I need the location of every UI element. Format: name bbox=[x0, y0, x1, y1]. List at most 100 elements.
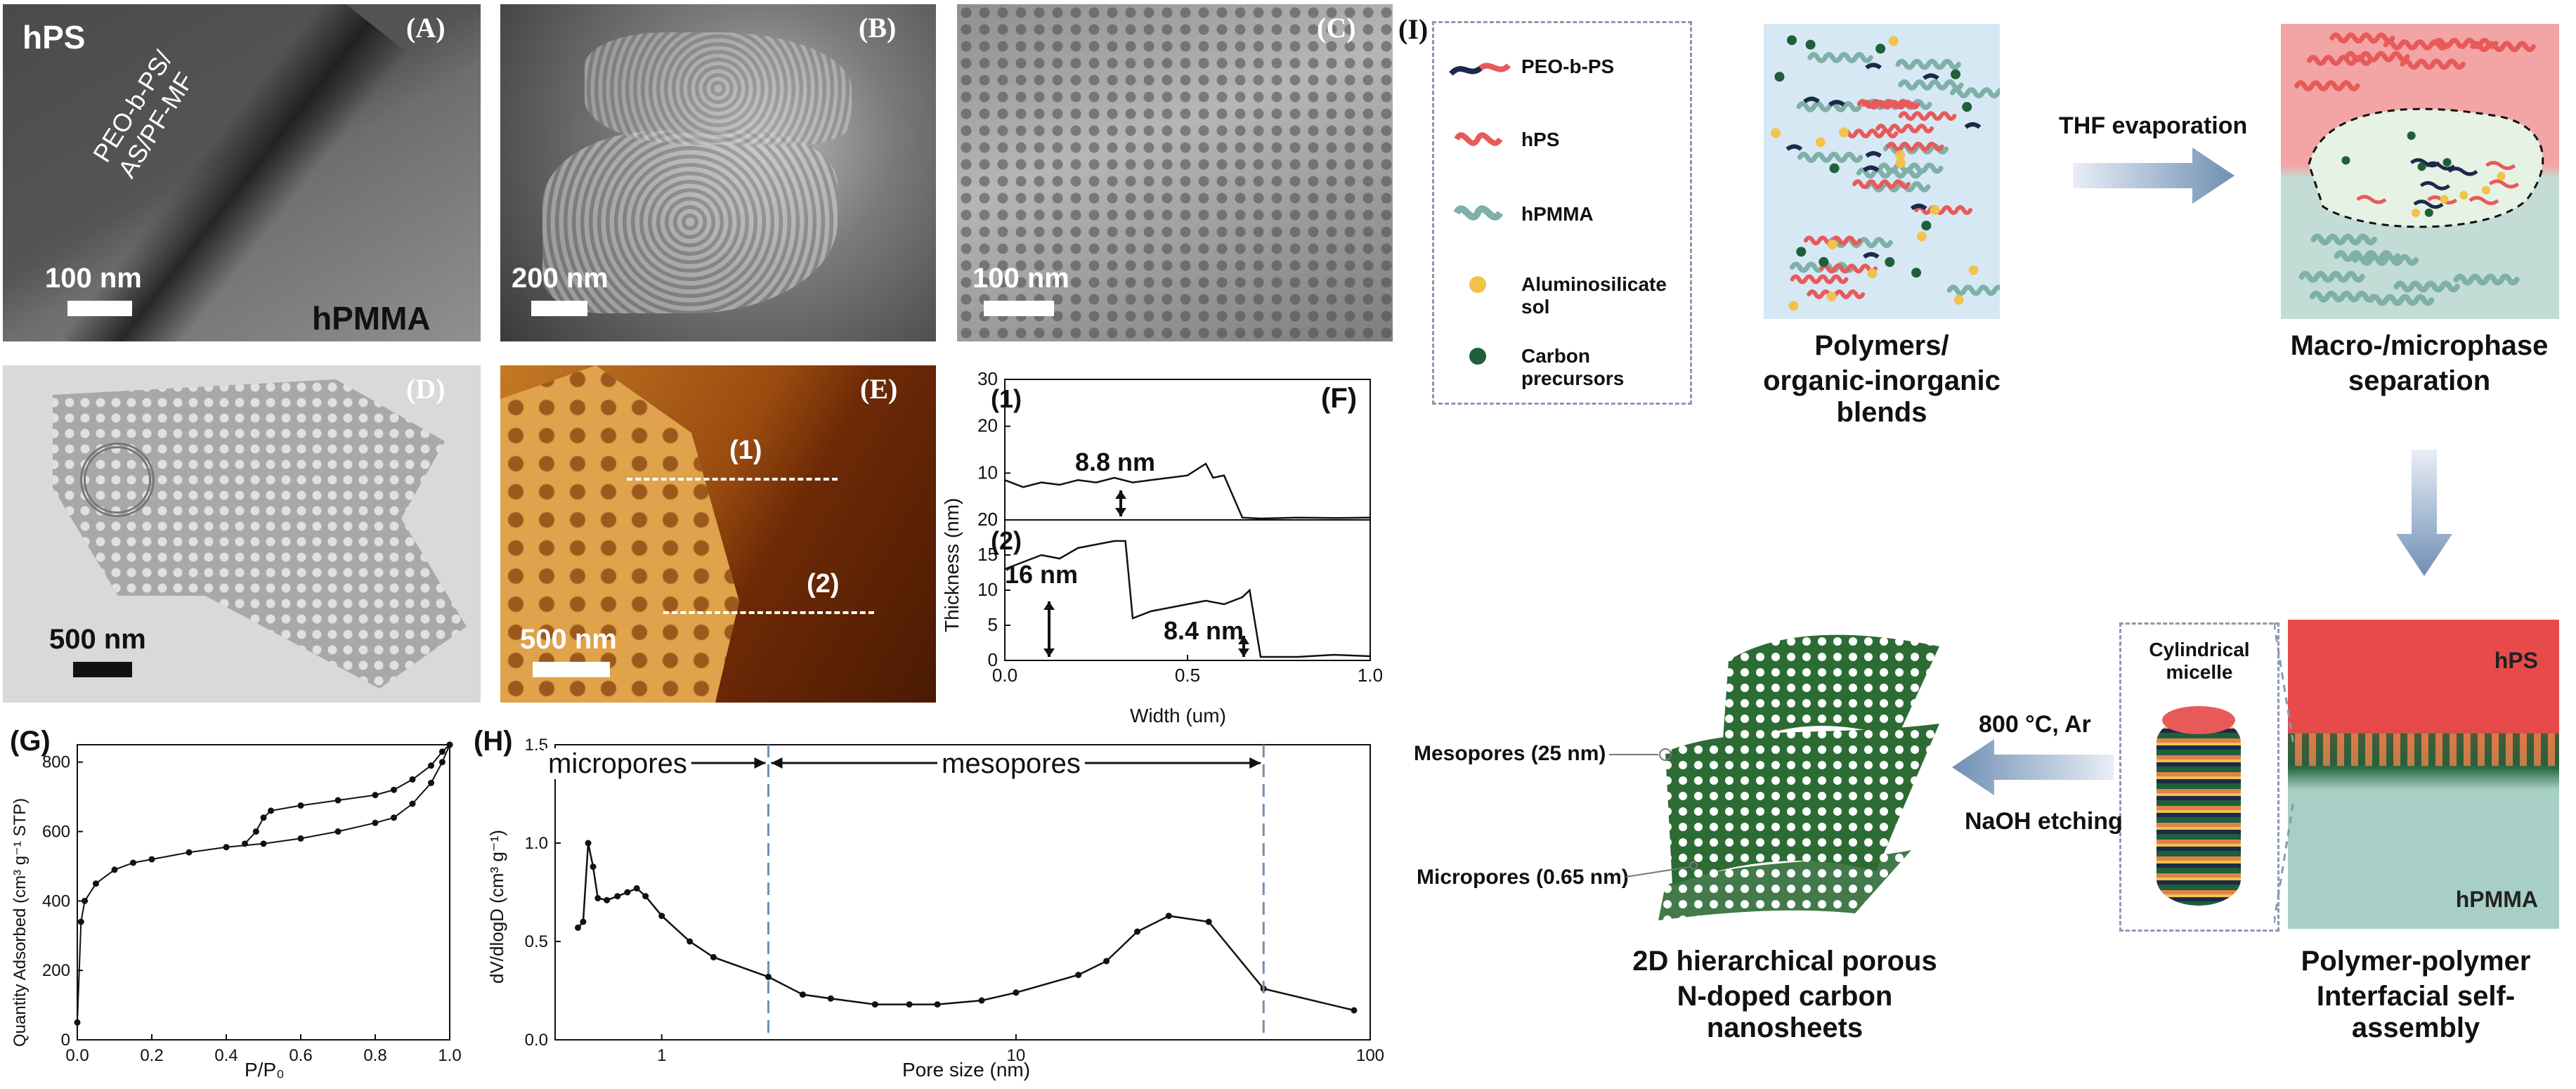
scale-bar-a bbox=[67, 301, 132, 316]
block-copolymer bbox=[2447, 167, 2478, 176]
polymer-chain bbox=[1946, 285, 2013, 296]
pore-x-label: Pore size (nm) bbox=[902, 1059, 1030, 1081]
mesopores-leader bbox=[1609, 748, 1672, 761]
data-point bbox=[710, 953, 717, 960]
data-point bbox=[799, 991, 806, 998]
data-point bbox=[1103, 958, 1110, 965]
arrow-head bbox=[1043, 601, 1055, 610]
polymer-chain bbox=[2453, 273, 2520, 286]
sol-particle bbox=[1867, 268, 1878, 279]
profile-annotation-1: 8.8 nm bbox=[1075, 448, 1155, 476]
carbon-particle bbox=[1962, 102, 1972, 112]
particle bbox=[2412, 208, 2421, 217]
arrow-head bbox=[1043, 648, 1055, 657]
panel-b-sem-image: 200 nm (B) bbox=[500, 4, 936, 341]
data-point bbox=[186, 849, 193, 856]
arrow-head bbox=[754, 757, 766, 769]
data-point bbox=[1205, 918, 1212, 925]
particle bbox=[2459, 190, 2468, 200]
carbon-particle bbox=[1787, 35, 1797, 46]
series-line bbox=[1004, 462, 1371, 520]
data-point bbox=[372, 819, 379, 826]
polymer-chain bbox=[1861, 100, 1920, 110]
carbon-particle bbox=[1885, 256, 1895, 267]
series-line bbox=[577, 842, 1355, 1012]
block-copolymer bbox=[1910, 203, 1927, 211]
panel-label-d: (D) bbox=[406, 373, 445, 405]
y-tick-label: 10 bbox=[977, 462, 998, 483]
data-point bbox=[594, 894, 601, 901]
label-bg bbox=[937, 748, 1085, 779]
block-copolymer bbox=[1865, 151, 1882, 158]
profile-y-label: Thickness (nm) bbox=[942, 498, 963, 632]
block-copolymer bbox=[2356, 195, 2387, 204]
mesopores-label: mesopores bbox=[942, 748, 1081, 779]
sol-particle bbox=[1888, 36, 1899, 46]
label-bg bbox=[544, 748, 691, 779]
block-copolymer bbox=[1862, 165, 1880, 172]
blends-illustration bbox=[1764, 24, 2016, 319]
sol-particle bbox=[1895, 150, 1906, 161]
final-caption-1: 2D hierarchical porous bbox=[1632, 946, 1937, 977]
data-point bbox=[260, 814, 267, 821]
data-point bbox=[297, 802, 304, 809]
x-tick-label: 1 bbox=[657, 1046, 666, 1065]
panel-label-b: (B) bbox=[859, 12, 897, 44]
carbon-particle bbox=[1774, 72, 1785, 82]
isotherm-y-label: Quantity Adsorbed (cm³ g⁻¹ STP) bbox=[11, 798, 30, 1047]
panel-i-schematic: (I) PEO-b-PS hPS hPMMA Aluminosilicate s… bbox=[1398, 0, 2576, 1089]
x-tick-label: 0.0 bbox=[65, 1046, 89, 1065]
polymer-chain bbox=[2400, 58, 2466, 70]
particle bbox=[2424, 208, 2433, 217]
polymer-chain bbox=[2368, 294, 2435, 306]
polymer-chain bbox=[2383, 39, 2449, 51]
y-tick-label: 5 bbox=[988, 614, 998, 635]
hpmma-label: hPMMA bbox=[312, 300, 431, 337]
x-tick-label: 1.0 bbox=[438, 1046, 461, 1065]
pore-y-label: dV/dlogD (cm³ g⁻¹) bbox=[486, 830, 507, 984]
block-copolymer bbox=[2485, 161, 2516, 171]
x-tick-label: 100 bbox=[1356, 1046, 1384, 1065]
block-copolymer bbox=[2468, 195, 2499, 205]
block-copolymer bbox=[2413, 200, 2444, 209]
arrow-left-icon bbox=[1952, 739, 2114, 795]
panel-label-g: (G) bbox=[10, 726, 51, 757]
final-caption-2: N-doped carbon nanosheets bbox=[1677, 981, 1893, 1043]
y-tick-label: 30 bbox=[977, 368, 998, 389]
polymer-chain bbox=[2310, 233, 2377, 246]
panel-label-e: (E) bbox=[860, 373, 898, 405]
data-point bbox=[1013, 989, 1020, 996]
series-line bbox=[77, 744, 450, 1023]
data-point bbox=[765, 973, 772, 980]
etching-label: NaOH etching bbox=[1965, 808, 2123, 835]
data-point bbox=[428, 762, 434, 769]
data-point bbox=[391, 814, 397, 821]
polymer-chain bbox=[2352, 254, 2419, 266]
block-copolymer bbox=[1863, 252, 1880, 259]
data-point bbox=[148, 856, 155, 863]
carbon-particle bbox=[1805, 39, 1816, 50]
polymer-chain bbox=[1797, 151, 1863, 163]
sol-particle bbox=[1953, 294, 1964, 305]
x-tick-label: 0.4 bbox=[214, 1046, 238, 1065]
y-tick-label: 20 bbox=[977, 415, 998, 436]
data-point bbox=[906, 1001, 913, 1008]
polymer-chain bbox=[2393, 280, 2460, 293]
polymer-chain bbox=[2298, 270, 2365, 283]
scale-bar-b bbox=[531, 301, 587, 316]
panel-d-tem-image: 500 nm (D) bbox=[3, 365, 481, 703]
carbon-particle bbox=[1829, 163, 1840, 174]
scale-text-b: 200 nm bbox=[512, 263, 609, 294]
block-copolymer bbox=[2419, 181, 2450, 190]
block-copolymer bbox=[1785, 144, 1803, 151]
block-copolymer bbox=[2488, 179, 2520, 189]
data-point bbox=[130, 859, 136, 866]
afm-line-2: (2) bbox=[807, 569, 840, 599]
interface-illustration: hPS hPMMA bbox=[2288, 620, 2559, 929]
panel-e-afm-image: (1) (2) 500 nm (E) bbox=[500, 365, 936, 703]
data-point bbox=[372, 792, 379, 799]
data-point bbox=[687, 938, 694, 945]
polymer-chain bbox=[1898, 111, 1957, 122]
y-tick-label: 0 bbox=[61, 1031, 70, 1050]
